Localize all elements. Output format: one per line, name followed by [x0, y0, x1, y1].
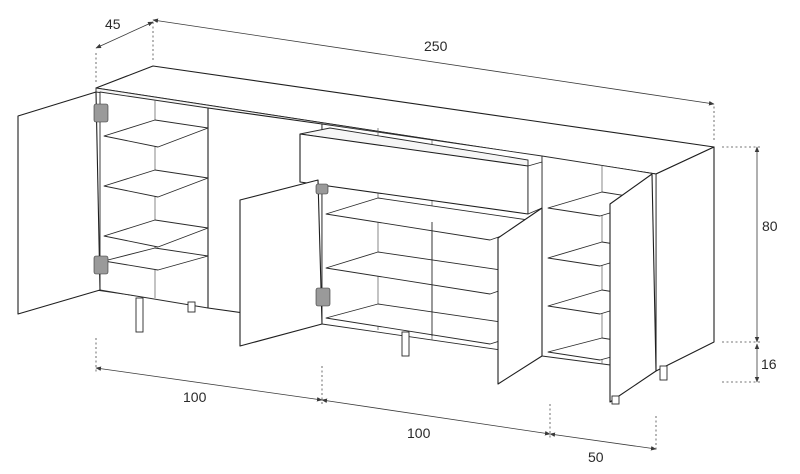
- depth-label: 45: [105, 16, 121, 32]
- width-label: 250: [424, 38, 448, 54]
- left-door: [17, 91, 101, 315]
- middle-right-door: [497, 207, 543, 385]
- section-middle-label: 100: [407, 425, 431, 441]
- cabinet-legs: [135, 297, 668, 405]
- middle-left-door: [239, 179, 323, 347]
- section-right-label: 50: [588, 449, 604, 465]
- left-compartment: [99, 91, 209, 309]
- leg-height-label: 16: [761, 356, 777, 372]
- height-label: 80: [762, 218, 778, 234]
- right-door: [609, 173, 657, 403]
- section-left-label: 100: [183, 389, 207, 405]
- cabinet-right-side: [655, 146, 715, 372]
- hinge-icon: [93, 103, 331, 307]
- dimension-lines: [95, 18, 760, 452]
- drawer: [299, 127, 543, 215]
